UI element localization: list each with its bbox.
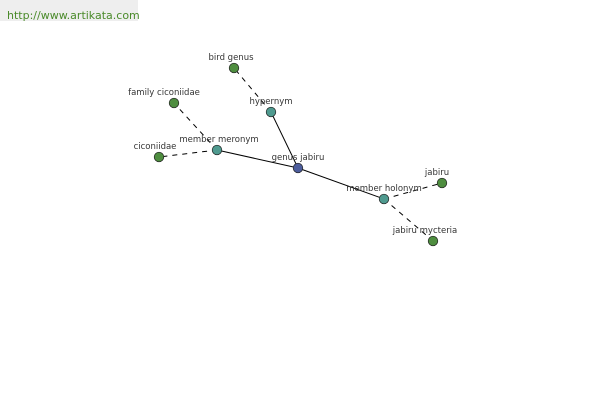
node-jabiru[interactable]: jabiru xyxy=(424,168,449,189)
node-label: bird genus xyxy=(208,53,254,63)
node-dot[interactable] xyxy=(436,177,448,189)
node-dot[interactable] xyxy=(168,97,180,109)
node-label: hypernym xyxy=(249,97,292,107)
node-bird-genus[interactable]: bird genus xyxy=(208,53,254,74)
edge-member-holonym-to-jabiru-mycteria xyxy=(383,198,434,242)
graph-edges xyxy=(158,67,443,242)
node-label: family ciconiidae xyxy=(128,88,200,98)
node-dot[interactable] xyxy=(228,62,240,74)
site-banner: http://www.artikata.com xyxy=(0,0,140,22)
edge-genus-jabiru-to-hypernym xyxy=(270,111,299,169)
node-label: genus jabiru xyxy=(272,153,325,163)
edge-genus-jabiru-to-member-meronym xyxy=(216,149,299,169)
node-label: jabiru mycteria xyxy=(392,226,458,236)
node-label: jabiru xyxy=(424,168,449,178)
node-dot[interactable] xyxy=(378,193,390,205)
node-jabiru-mycteria[interactable]: jabiru mycteria xyxy=(392,226,458,247)
node-label: ciconiidae xyxy=(134,142,177,152)
node-label: member holonym xyxy=(346,184,421,194)
edge-genus-jabiru-to-member-holonym xyxy=(297,167,385,200)
node-family-ciconiidae[interactable]: family ciconiidae xyxy=(128,88,200,109)
node-dot[interactable] xyxy=(427,235,439,247)
node-dot[interactable] xyxy=(211,144,223,156)
node-dot[interactable] xyxy=(265,106,277,118)
node-member-holonym[interactable]: member holonym xyxy=(346,184,422,205)
node-dot[interactable] xyxy=(292,162,304,174)
graph-nodes: genus jabiru hypernym member meronym member… xyxy=(128,53,458,247)
edge-member-meronym-to-family-ciconiidae xyxy=(173,102,218,151)
node-dot[interactable] xyxy=(153,151,165,163)
site-link[interactable]: http://www.artikata.com xyxy=(7,9,140,22)
node-ciconiidae[interactable]: ciconiidae xyxy=(134,142,177,163)
node-hypernym[interactable]: hypernym xyxy=(249,97,293,118)
node-member-meronym[interactable]: member meronym xyxy=(179,135,259,156)
node-genus-jabiru[interactable]: genus jabiru xyxy=(272,153,325,174)
node-label: member meronym xyxy=(179,135,258,145)
edge-member-holonym-to-jabiru xyxy=(383,182,443,200)
